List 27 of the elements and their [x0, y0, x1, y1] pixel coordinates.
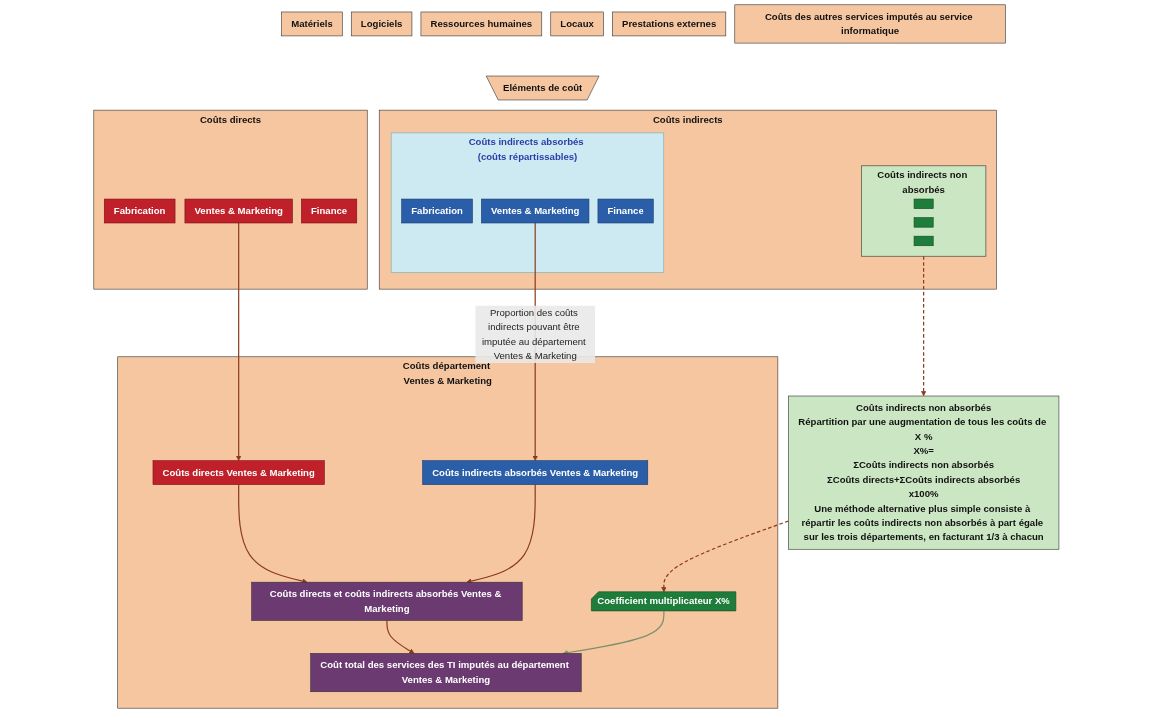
node-box: [913, 198, 934, 209]
node-box: Locaux: [550, 11, 604, 37]
node-box: Coûts indirects non absorbés Répartition par une augmentation de tous les coûts de X % X%= ΣCoûts indirects non absorbés ΣCoûts directs+ΣCoûts indirects absorbés x100% Une méthode alternative plus simple consiste à répartir les coûts indirects non absorbés à part égale sur les trois départements, en facturant 1/3 à chacun: [787, 395, 1059, 550]
node-box: Coûts des autres services imputés au service informatique: [734, 4, 1006, 44]
node-box: Coûts directs et coûts indirects absorbés Ventes & Marketing: [251, 581, 523, 621]
node-box: Coûts directs Ventes & Marketing: [152, 460, 325, 485]
node-box: Ventes & Marketing: [480, 198, 589, 224]
arrow: [235, 222, 241, 461]
node-box: Fabrication: [103, 198, 175, 224]
arrow: [237, 484, 308, 584]
node-box: Finance: [597, 198, 654, 224]
node-box: [913, 217, 934, 228]
arrow: [466, 484, 536, 584]
node-box: [913, 235, 934, 247]
node-box: Ressources humaines: [420, 11, 542, 37]
node-box: Ventes & Marketing: [184, 198, 293, 224]
cluster: Coûts indirects non absorbés: [860, 165, 986, 257]
node-box: Finance: [300, 198, 357, 224]
arrow: [920, 255, 926, 397]
node-box: Prestations externes: [611, 11, 726, 37]
node-box: Matériels: [280, 11, 343, 37]
node-box: Logiciels: [350, 11, 412, 37]
node-box: Coût total des services des TI imputés au département Ventes & Marketing: [310, 653, 582, 693]
arrow: [385, 619, 415, 654]
arrow: [660, 520, 789, 593]
node-box: Coûts indirects absorbés Ventes & Marketing: [421, 460, 648, 485]
node-box: Fabrication: [401, 198, 473, 224]
